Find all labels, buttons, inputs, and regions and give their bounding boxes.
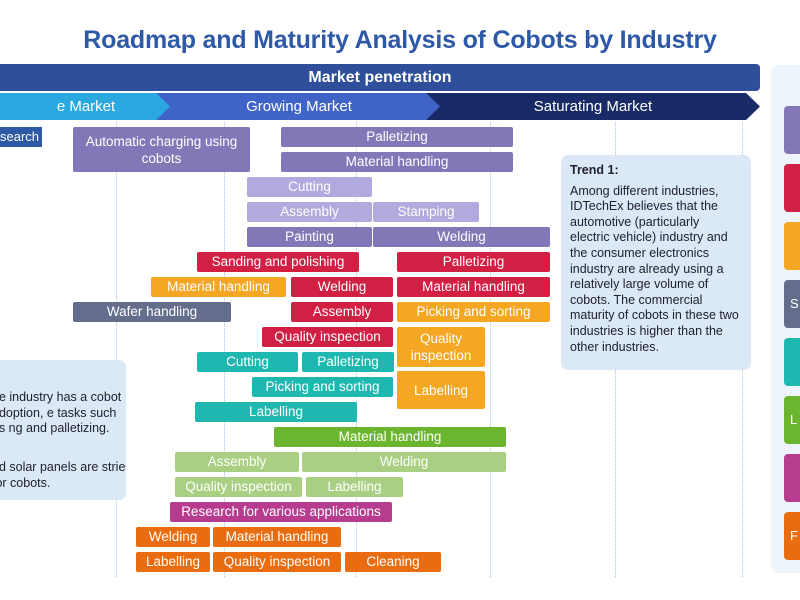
application-bar: Cleaning: [345, 552, 441, 572]
application-bar: Cutting: [247, 177, 372, 197]
application-bar: Labelling: [306, 477, 403, 497]
chart-title: Roadmap and Maturity Analysis of Cobots …: [83, 26, 717, 54]
application-bar: Quality inspection: [213, 552, 341, 572]
legend-swatch: F: [784, 512, 800, 560]
legend-swatch: [784, 338, 800, 386]
application-bar: Stamping: [373, 202, 479, 222]
application-bar: Material handling: [274, 427, 506, 447]
application-bar: Material handling: [397, 277, 550, 297]
market-phases: e Market Growing Market Saturating Marke…: [0, 93, 760, 120]
left-note-text-1: ge industry has a cobot adoption, e task…: [0, 390, 122, 436]
application-bar: Assembly: [175, 452, 299, 472]
application-bar: Labelling: [136, 552, 210, 572]
application-bar: Material handling: [151, 277, 286, 297]
trend-1-box: Trend 1: Among different industries, IDT…: [561, 155, 751, 370]
legend-swatch: L: [784, 396, 800, 444]
application-bar: Quality inspection: [262, 327, 393, 347]
legend-swatch: S: [784, 280, 800, 328]
left-note-text-2: nd solar panels are stries for cobots.: [0, 460, 126, 490]
application-bar: Welding: [302, 452, 506, 472]
application-bar: Wafer handling: [73, 302, 231, 322]
grid-line: [356, 122, 357, 577]
application-bar: Painting: [247, 227, 372, 247]
application-bar: Palletizing: [397, 252, 550, 272]
application-bar: Labelling: [195, 402, 357, 422]
application-bar: Picking and sorting: [397, 302, 550, 322]
legend-swatch: [784, 222, 800, 270]
grid-line: [490, 122, 491, 577]
application-bar: Quality inspection: [175, 477, 302, 497]
application-bar: Assembly: [247, 202, 372, 222]
legend-swatch: [784, 106, 800, 154]
application-bar: Palletizing: [281, 127, 513, 147]
application-bar: Cutting: [197, 352, 298, 372]
application-bar: Material handling: [213, 527, 341, 547]
application-bar: Research for various applications: [170, 502, 392, 522]
application-bar: Labelling: [397, 371, 485, 409]
application-bar: Palletizing: [302, 352, 394, 372]
application-bar: Sanding and polishing: [197, 252, 359, 272]
phase-emerging-market: e Market: [0, 93, 172, 120]
grid-line: [116, 122, 117, 577]
trend-note-left: ge industry has a cobot adoption, e task…: [0, 360, 126, 500]
market-penetration-band: Market penetration: [0, 64, 760, 91]
legend-swatch: [784, 164, 800, 212]
application-bar: Automatic charging using cobots: [73, 127, 250, 172]
application-bar: Material handling: [281, 152, 513, 172]
trend-1-heading: Trend 1:: [570, 163, 619, 177]
application-bar: Welding: [373, 227, 550, 247]
phase-growing-market: Growing Market: [156, 93, 442, 120]
application-bar: Picking and sorting: [252, 377, 393, 397]
application-bar: Welding: [291, 277, 393, 297]
phase-saturating-market: Saturating Market: [426, 93, 760, 120]
research-tag: search: [0, 127, 42, 147]
legend-swatch: [784, 454, 800, 502]
application-bar: Assembly: [291, 302, 393, 322]
application-bar: Quality inspection: [397, 327, 485, 367]
grid-line: [224, 122, 225, 577]
application-bar: Welding: [136, 527, 210, 547]
trend-1-body: Among different industries, IDTechEx bel…: [570, 183, 739, 354]
